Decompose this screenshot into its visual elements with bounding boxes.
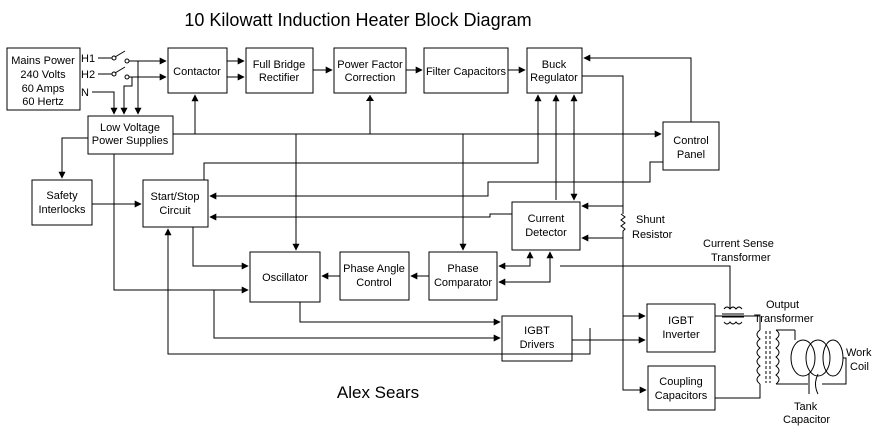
phase-comparator-block: Phase Comparator xyxy=(428,251,498,301)
svg-text:Start/Stop: Start/Stop xyxy=(151,191,200,203)
pfc-block: Power Factor Correction xyxy=(333,47,407,94)
svg-text:Drivers: Drivers xyxy=(520,339,555,351)
svg-text:Circuit: Circuit xyxy=(159,205,190,217)
safety-interlocks-block: Safety Interlocks xyxy=(31,179,93,226)
rectifier-block: Full Bridge Rectifier xyxy=(245,47,314,94)
svg-text:IGBT: IGBT xyxy=(524,325,550,337)
svg-text:Coupling: Coupling xyxy=(659,376,702,388)
svg-text:IGBT: IGBT xyxy=(668,315,694,327)
tank-capacitor-label: Tank xyxy=(794,401,818,413)
shunt-label: Shunt xyxy=(636,214,665,226)
output-transformer-label: Output xyxy=(766,299,799,311)
svg-text:Current: Current xyxy=(528,213,565,225)
contactor-block: Contactor xyxy=(167,47,228,94)
mains-power-block: Mains Power 240 Volts 60 Amps 60 Hertz xyxy=(6,47,81,111)
main-switch xyxy=(98,50,130,80)
svg-text:Panel: Panel xyxy=(677,149,705,161)
svg-text:Detector: Detector xyxy=(525,227,567,239)
wiring xyxy=(58,54,795,399)
igbt-inverter-block: IGBT Inverter xyxy=(646,303,716,353)
current-sense-label: Current Sense xyxy=(703,238,774,250)
work-coil-label: Coil xyxy=(850,361,869,373)
buck-regulator-block: Buck Regulator xyxy=(526,47,583,94)
diagram-title: 10 Kilowatt Induction Heater Block Diagr… xyxy=(184,10,531,30)
svg-text:Phase: Phase xyxy=(447,263,478,275)
terminal-n: N xyxy=(81,87,89,99)
svg-text:Contactor: Contactor xyxy=(173,66,221,78)
current-detector-block: Current Detector xyxy=(511,201,581,251)
svg-text:Interlocks: Interlocks xyxy=(38,204,86,216)
shunt-label: Resistor xyxy=(632,229,673,241)
svg-text:Regulator: Regulator xyxy=(530,72,578,84)
output-transformer xyxy=(756,329,780,385)
svg-text:Filter Capacitors: Filter Capacitors xyxy=(426,66,507,78)
lvps-block: Low Voltage Power Supplies xyxy=(87,115,174,155)
svg-text:Full Bridge: Full Bridge xyxy=(253,59,306,71)
work-coil xyxy=(790,330,847,385)
svg-text:Comparator: Comparator xyxy=(434,277,492,289)
coupling-capacitors-block: Coupling Capacitors xyxy=(647,365,716,411)
component-labels: Shunt Resistor Current Sense Transformer… xyxy=(632,214,872,426)
oscillator-block: Oscillator xyxy=(249,251,321,303)
output-transformer-label: Transformer xyxy=(754,313,814,325)
svg-text:Safety: Safety xyxy=(46,190,78,202)
mains-line: Mains Power xyxy=(11,55,75,67)
svg-text:Low Voltage: Low Voltage xyxy=(100,122,160,134)
svg-text:Control: Control xyxy=(356,277,391,289)
svg-text:Power Factor: Power Factor xyxy=(337,59,403,71)
tank-capacitor-label: Capacitor xyxy=(783,414,830,426)
mains-line: 60 Amps xyxy=(22,83,65,95)
terminal-h1: H1 xyxy=(81,53,95,65)
svg-text:Inverter: Inverter xyxy=(662,329,700,341)
author-name: Alex Sears xyxy=(337,383,419,402)
svg-text:Rectifier: Rectifier xyxy=(259,72,300,84)
mains-line: 60 Hertz xyxy=(22,96,64,108)
mains-line: 240 Volts xyxy=(20,69,66,81)
mains-terminals: H1 H2 N xyxy=(81,53,95,99)
current-sense-label: Transformer xyxy=(711,252,771,264)
phase-angle-control-block: Phase Angle Control xyxy=(339,251,410,301)
svg-text:Control: Control xyxy=(673,135,708,147)
terminal-h2: H2 xyxy=(81,69,95,81)
work-coil-label: Work xyxy=(846,347,872,359)
svg-text:Power Supplies: Power Supplies xyxy=(92,135,169,147)
svg-text:Phase Angle: Phase Angle xyxy=(343,263,405,275)
svg-text:Correction: Correction xyxy=(345,72,396,84)
tank-capacitor xyxy=(808,373,819,395)
svg-text:Capacitors: Capacitors xyxy=(655,390,708,402)
svg-text:Buck: Buck xyxy=(542,59,567,71)
start-stop-block: Start/Stop Circuit xyxy=(142,179,209,228)
current-sense-transformer xyxy=(722,306,744,325)
control-panel-block: Control Panel xyxy=(662,121,720,171)
svg-text:Oscillator: Oscillator xyxy=(262,272,308,284)
filter-capacitors-block: Filter Capacitors xyxy=(423,47,509,94)
